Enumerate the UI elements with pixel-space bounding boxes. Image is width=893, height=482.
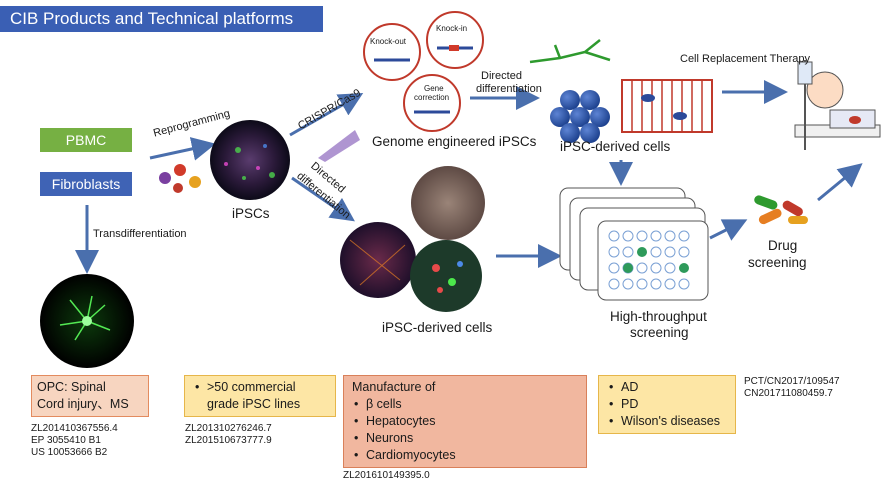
cell-replacement-label: Cell Replacement Therapy xyxy=(680,53,811,65)
hepatocyte-image xyxy=(411,166,485,240)
patent: PCT/CN2017/109547 xyxy=(744,376,840,387)
patent: CN201711080459.7 xyxy=(744,388,833,399)
hts-label-1: High-throughput xyxy=(610,309,707,324)
patent: EP 3055410 B1 xyxy=(31,435,101,446)
knock-out-label: Knock-out xyxy=(370,37,407,46)
patent: ZL201410367556.4 xyxy=(31,423,118,434)
disease-item: AD xyxy=(609,379,727,396)
pills-icon xyxy=(754,195,808,225)
manufacture-item: Cardiomyocytes xyxy=(354,447,578,464)
opc-panel: OPC: Spinal Cord injury、MS xyxy=(31,375,149,417)
genome-engineered-label: Genome engineered iPSCs xyxy=(372,134,537,149)
arrow-reprogramming xyxy=(149,137,216,161)
directed-diff-upper-1: Directed xyxy=(481,70,522,82)
pbmc-box: PBMC xyxy=(40,128,132,152)
cardiomyocytes-image xyxy=(410,240,482,312)
patent: ZL201510673777.9 xyxy=(185,435,272,446)
gene-correction-label-2: correction xyxy=(414,93,450,102)
gene-correction-circle xyxy=(403,74,461,132)
ipsc-lines-line2: grade iPSC lines xyxy=(207,397,301,411)
fibroblasts-box: Fibroblasts xyxy=(40,172,132,196)
ipsc-derived-bottom-label: iPSC-derived cells xyxy=(382,320,493,335)
manufacture-item: Hepatocytes xyxy=(354,413,578,430)
manufacture-patent: ZL201610149395.0 xyxy=(343,470,430,481)
drug-label-1: Drug xyxy=(768,238,798,253)
drug-label-2: screening xyxy=(748,255,807,270)
ipscs-label: iPSCs xyxy=(232,206,270,221)
opc-patents: ZL201410367556.4 EP 3055410 B1 US 100536… xyxy=(31,423,118,459)
ipsc-lines-panel: >50 commercial grade iPSC lines xyxy=(184,375,336,417)
reprogramming-factors-icon xyxy=(159,164,201,193)
hts-label-2: screening xyxy=(630,325,689,340)
patent: ZL201310276246.7 xyxy=(185,423,272,434)
patent: US 10053666 B2 xyxy=(31,447,108,458)
manufacture-item: β cells xyxy=(354,396,578,413)
disease-panel: AD PD Wilson's diseases xyxy=(598,375,736,434)
cardiomyocyte-icon xyxy=(621,79,713,133)
arrow-hts-to-drug xyxy=(709,219,748,241)
knock-in-label: Knock-in xyxy=(436,24,468,33)
arrow-crispr xyxy=(289,93,364,137)
transdifferentiation-label: Transdifferentiation xyxy=(93,228,187,240)
well-plates-icon xyxy=(559,187,709,301)
patient-icon xyxy=(794,60,881,150)
arrow-drug-to-therapy xyxy=(817,163,863,202)
ipsc-patents: ZL201310276246.7 ZL201510673777.9 xyxy=(185,423,272,447)
gene-correction-label-1: Gene xyxy=(424,84,444,93)
neuron-sketch-icon xyxy=(529,39,611,64)
ipsc-lines-line1: >50 commercial xyxy=(195,379,327,396)
crispr-icon xyxy=(318,130,360,162)
opc-line1: OPC: Spinal xyxy=(37,380,106,394)
ipsc-colony-image xyxy=(210,120,290,200)
cell-cluster-icon xyxy=(550,90,610,143)
ipsc-derived-top-label: iPSC-derived cells xyxy=(560,139,671,154)
arrow-directed-lower xyxy=(291,176,355,222)
directed-diff-upper-2: differentiation xyxy=(476,83,542,95)
manufacture-panel: Manufacture of β cells Hepatocytes Neuro… xyxy=(343,375,587,468)
manufacture-item: Neurons xyxy=(354,430,578,447)
disease-patents: PCT/CN2017/109547 CN201711080459.7 xyxy=(744,376,840,400)
page-title: CIB Products and Technical platforms xyxy=(0,6,323,32)
knock-out-circle xyxy=(363,23,421,81)
manufacture-heading: Manufacture of xyxy=(352,380,436,394)
disease-item: Wilson's diseases xyxy=(609,413,727,430)
disease-item: PD xyxy=(609,396,727,413)
neurons-image xyxy=(340,222,416,298)
knock-in-circle xyxy=(426,11,484,69)
opc-line2: Cord injury、MS xyxy=(37,397,129,411)
